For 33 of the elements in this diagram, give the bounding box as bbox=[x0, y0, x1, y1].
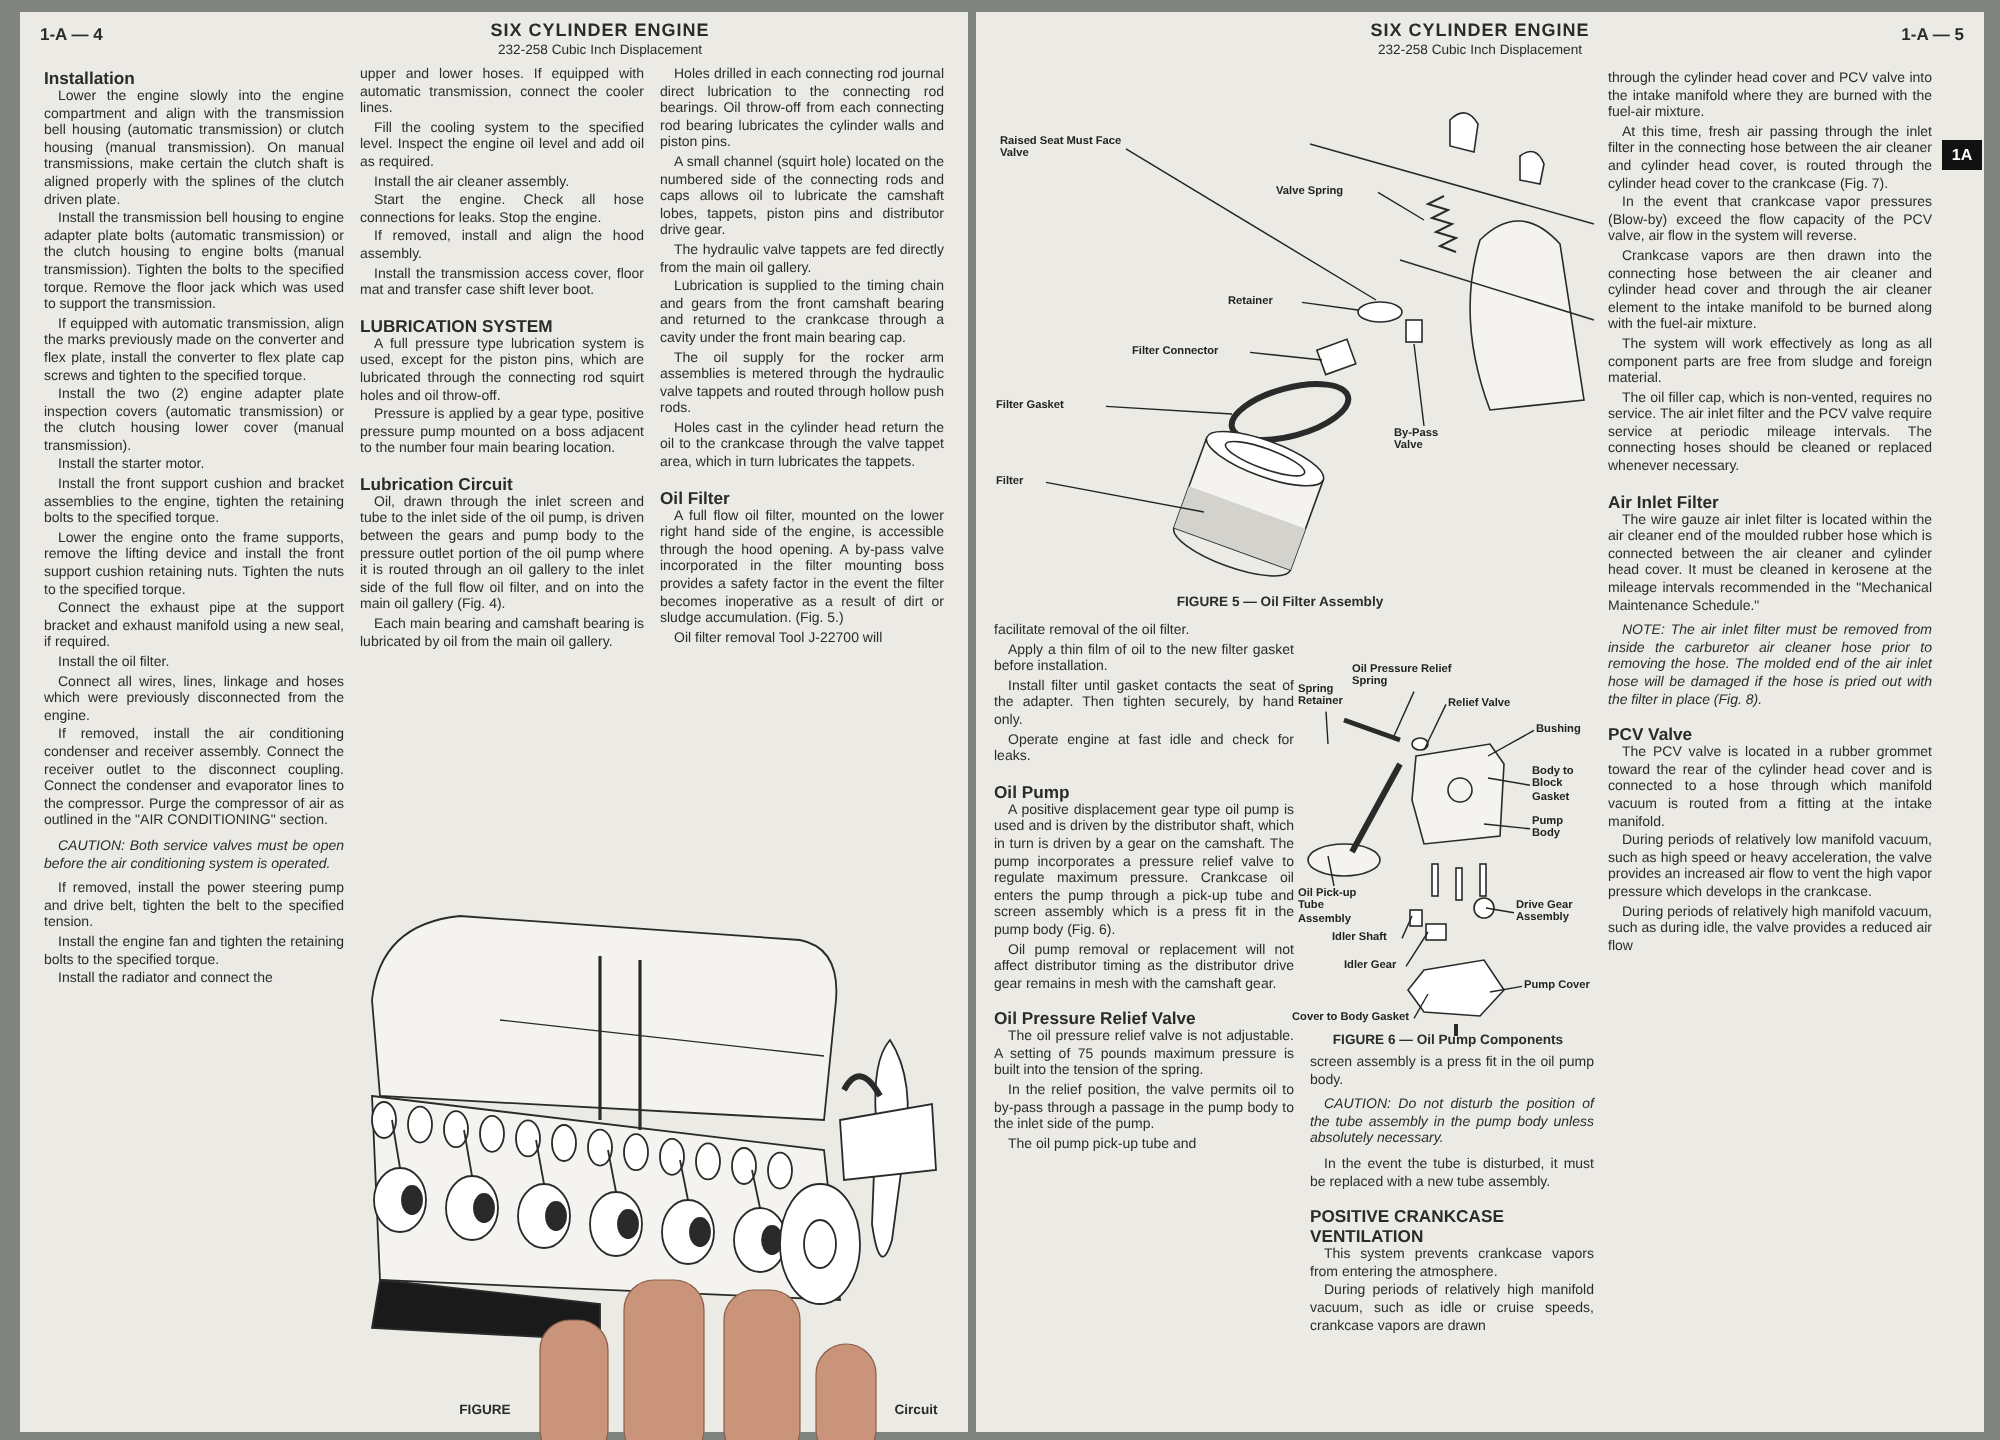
leader-line bbox=[1485, 907, 1515, 914]
leader-line bbox=[1483, 823, 1531, 830]
leader-line bbox=[1405, 931, 1429, 968]
leader-line bbox=[1327, 855, 1335, 887]
section-heading: LUBRICATION SYSTEM bbox=[360, 315, 555, 336]
section-heading: PCV Valve bbox=[1608, 724, 1695, 745]
section-heading: Oil Pressure Relief Valve bbox=[994, 1008, 1198, 1029]
leader-line bbox=[1489, 985, 1523, 993]
leader-line bbox=[1249, 351, 1323, 361]
page-number: 1-A — 5 bbox=[1899, 24, 1964, 44]
leader-line bbox=[1377, 191, 1425, 221]
leader-line bbox=[1325, 710, 1329, 745]
section-heading: POSITIVE CRANKCASE VENTILATION bbox=[1310, 1206, 1506, 1247]
running-head: SIX CYLINDER ENGINE bbox=[1368, 20, 1592, 40]
leader-line bbox=[1413, 993, 1429, 1020]
leader-line bbox=[1413, 343, 1425, 427]
leader-line bbox=[1487, 729, 1535, 757]
leader-line bbox=[1393, 690, 1415, 737]
section-heading: Oil Filter bbox=[660, 487, 732, 508]
leader-line bbox=[1105, 405, 1233, 415]
leader-line bbox=[1125, 148, 1377, 301]
running-head: SIX CYLINDER ENGINE bbox=[488, 20, 712, 40]
section-heading: Air Inlet Filter bbox=[1608, 491, 1721, 512]
leader-line bbox=[1045, 481, 1205, 513]
section-heading: Oil Pump bbox=[994, 781, 1072, 802]
section-heading: Lubrication Circuit bbox=[360, 473, 515, 494]
leader-line bbox=[1487, 777, 1531, 786]
leader-line bbox=[1301, 301, 1359, 311]
leader-line bbox=[1423, 703, 1447, 751]
section-heading: Installation bbox=[44, 68, 137, 88]
leader-line bbox=[1401, 915, 1413, 940]
section-tab: 1A bbox=[1942, 140, 1982, 170]
page-number: 1-A — 4 bbox=[40, 24, 105, 44]
